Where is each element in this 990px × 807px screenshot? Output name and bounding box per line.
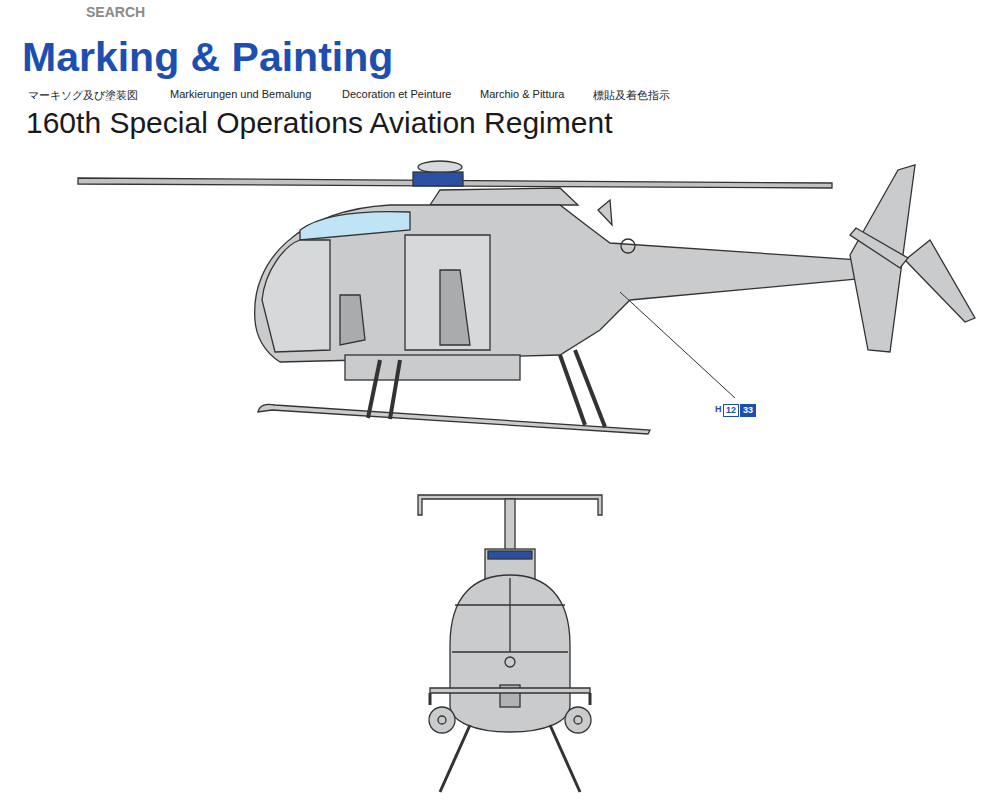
- watermark: SEARCH: [86, 4, 145, 20]
- callout-number: 12: [726, 405, 736, 415]
- subtitle: Markierungen und Bemalung: [170, 88, 311, 100]
- unit-heading: 160th Special Operations Aviation Regime…: [26, 106, 612, 140]
- callout-number-box: 33: [740, 404, 756, 417]
- subtitle: マーキソグ及び塗装図: [28, 88, 138, 103]
- callout-number: 33: [743, 405, 753, 415]
- callout-letter: H: [715, 404, 722, 414]
- title: Marking & Painting: [22, 34, 393, 81]
- subtitle: Decoration et Peinture: [342, 88, 451, 100]
- callout-number-box: 12: [723, 404, 739, 417]
- subtitle: Marchio & Pittura: [480, 88, 564, 100]
- subtitle: 標貼及着色指示: [593, 88, 670, 103]
